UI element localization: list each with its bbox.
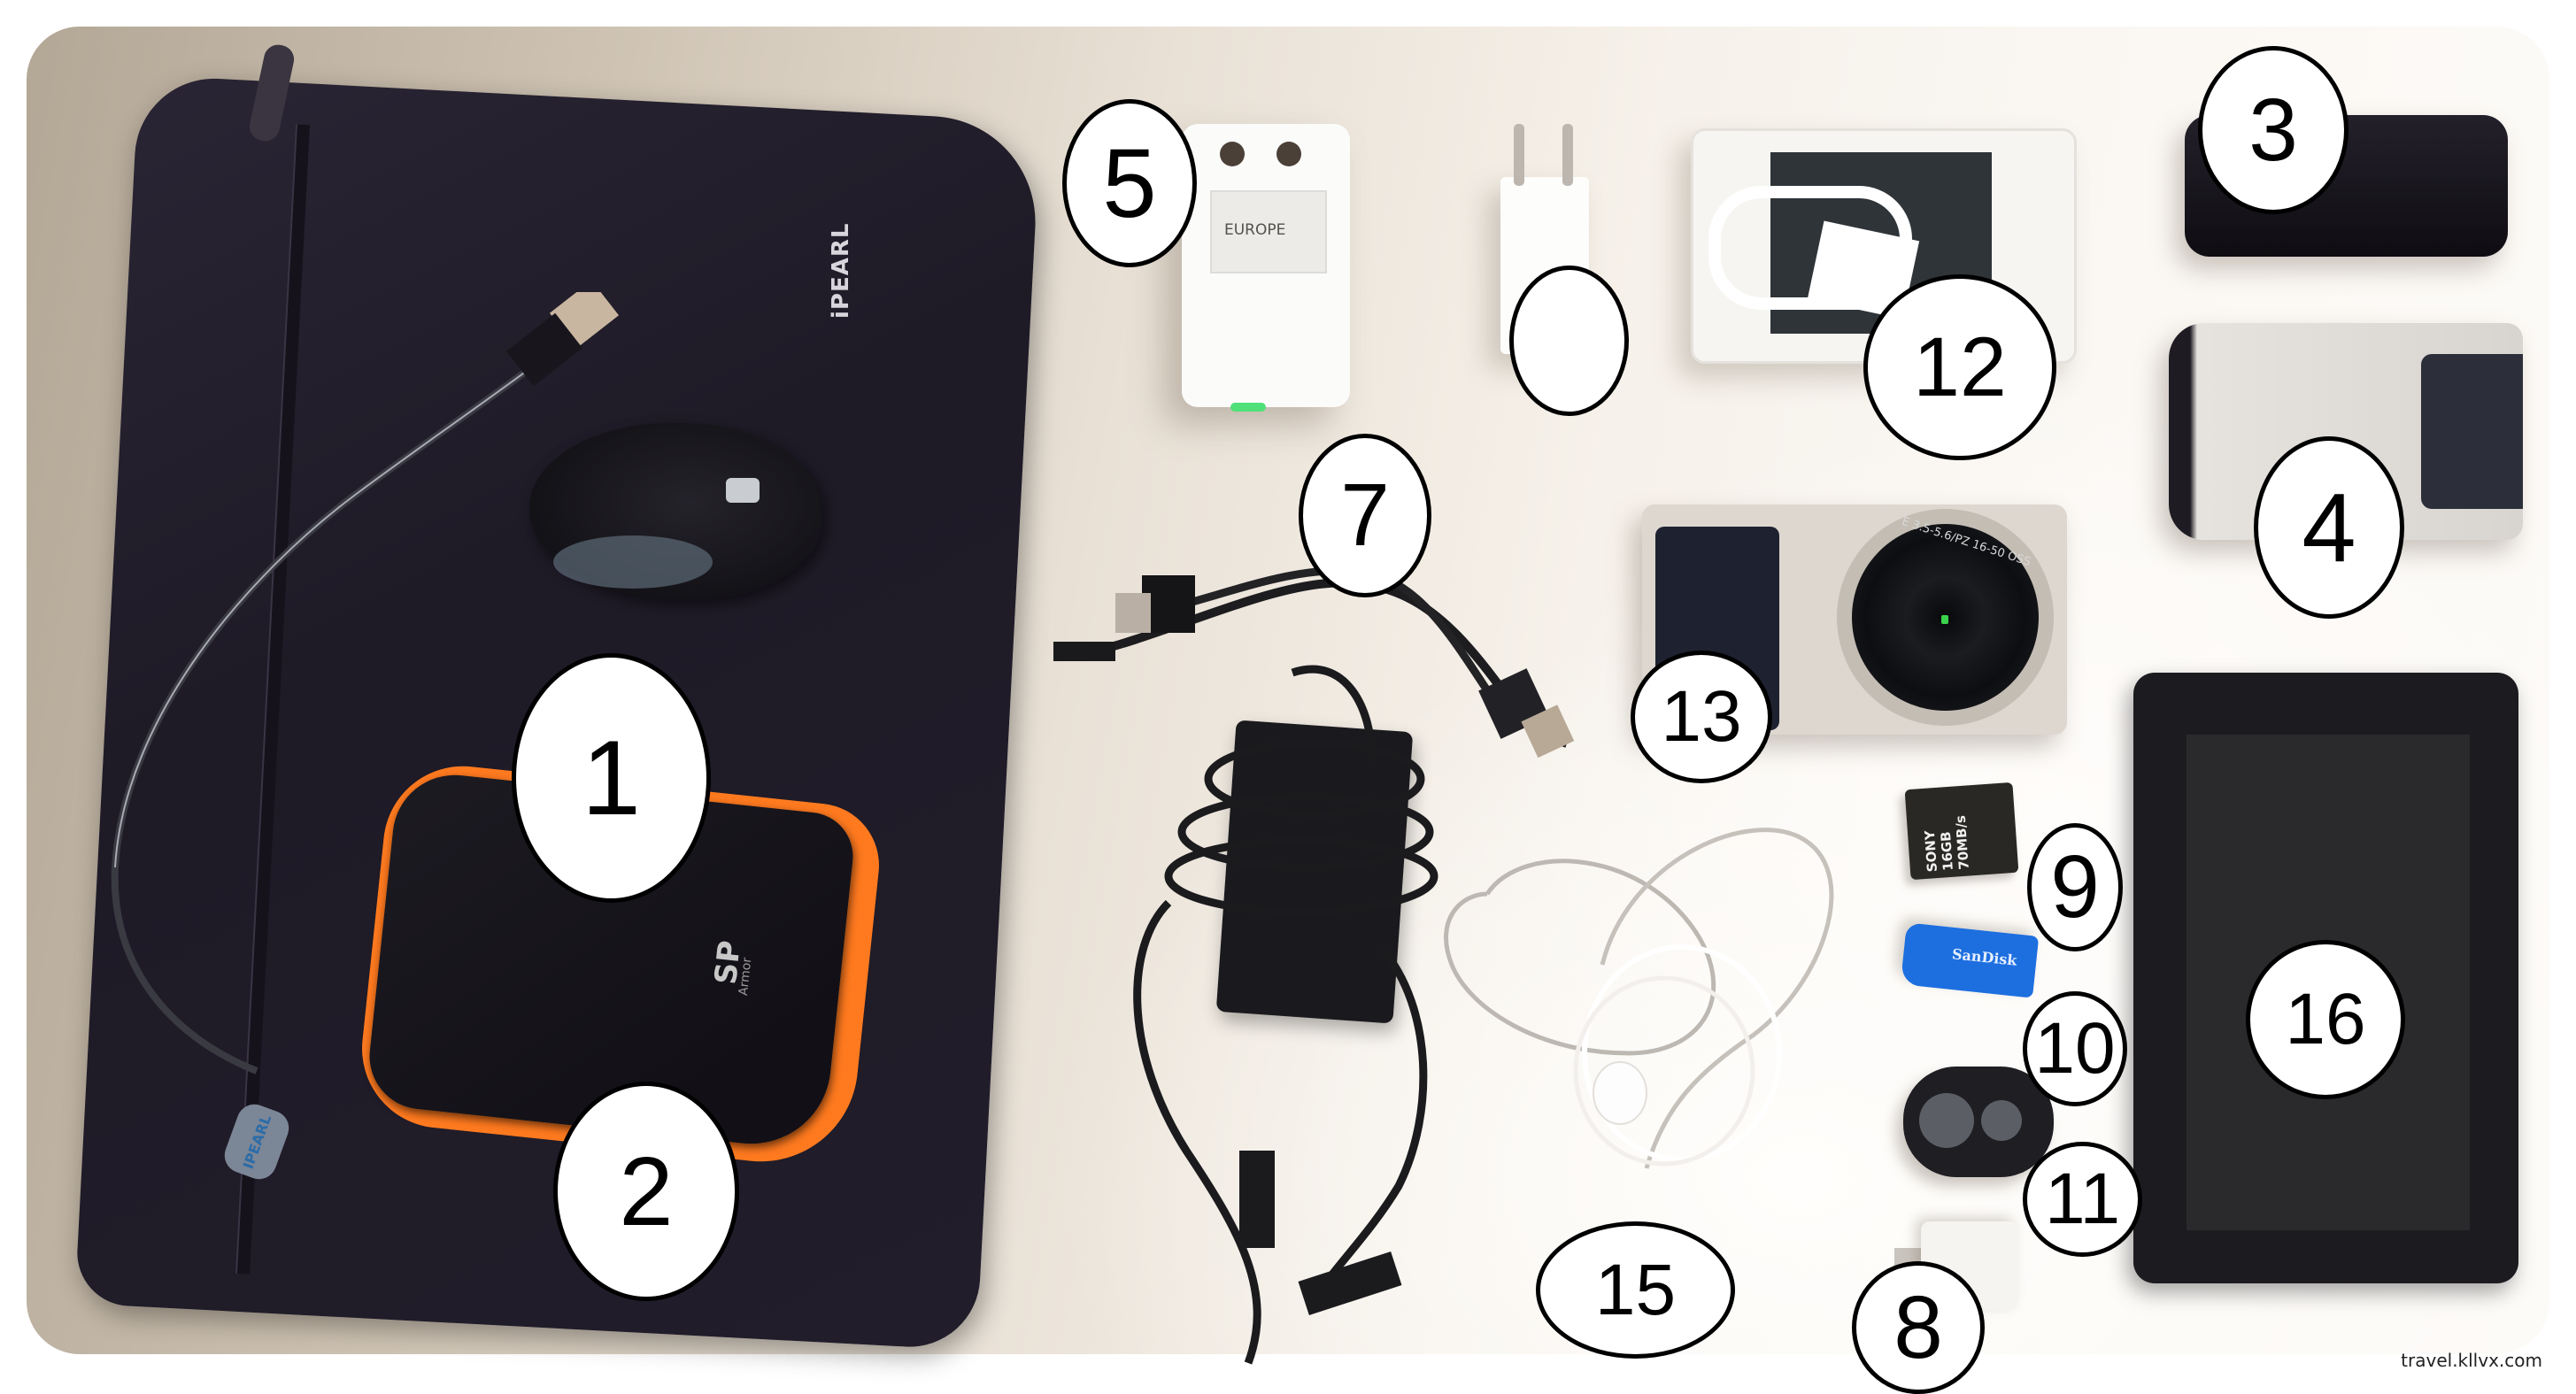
wall-charger-plug xyxy=(2421,354,2523,509)
adapter-slider-window xyxy=(1210,190,1327,273)
mouse-grip xyxy=(553,535,713,589)
lens-reflection xyxy=(1941,615,1948,624)
remote-camera-button xyxy=(1919,1093,1974,1148)
mouse-scroll-wheel xyxy=(726,478,760,503)
item-label-9: 9 xyxy=(2027,823,2123,951)
item-label-5: 5 xyxy=(1062,99,1197,267)
charger-pin xyxy=(1514,124,1524,186)
remote-secondary-button xyxy=(1981,1100,2022,1141)
adapter-socket-hole xyxy=(1220,142,1245,166)
adapter-socket-hole xyxy=(1276,142,1301,166)
item-label-8: 8 xyxy=(1852,1261,1985,1394)
item-label-3: 3 xyxy=(2198,46,2348,214)
power-brick-cables xyxy=(1133,665,1438,1365)
charger-pin xyxy=(1562,124,1573,186)
item-label-1: 1 xyxy=(512,653,711,903)
item-label-2: 2 xyxy=(553,1082,739,1301)
white-earphones xyxy=(1444,828,1834,1169)
watermark: travel.kllvx.com xyxy=(2401,1350,2542,1371)
adapter-led xyxy=(1230,403,1266,412)
item-label-16: 16 xyxy=(2246,940,2405,1099)
adapter-region-label: EUROPE xyxy=(1224,221,1286,239)
item-label-13: 13 xyxy=(1631,651,1772,783)
usb-cable-on-sleeve xyxy=(111,292,620,1074)
item-label-10: 10 xyxy=(2023,991,2127,1106)
sleeve-brand-logo: iPEARL xyxy=(828,222,854,319)
item-label-blank xyxy=(1509,266,1629,416)
item-label-12: 12 xyxy=(1863,274,2056,460)
item-label-4: 4 xyxy=(2254,436,2404,619)
sd-card-label: SONY 16GB 70MB/s xyxy=(1921,814,1972,873)
item-label-15: 15 xyxy=(1536,1221,1735,1359)
item-label-7: 7 xyxy=(1299,434,1431,597)
item-label-11: 11 xyxy=(2023,1142,2142,1257)
